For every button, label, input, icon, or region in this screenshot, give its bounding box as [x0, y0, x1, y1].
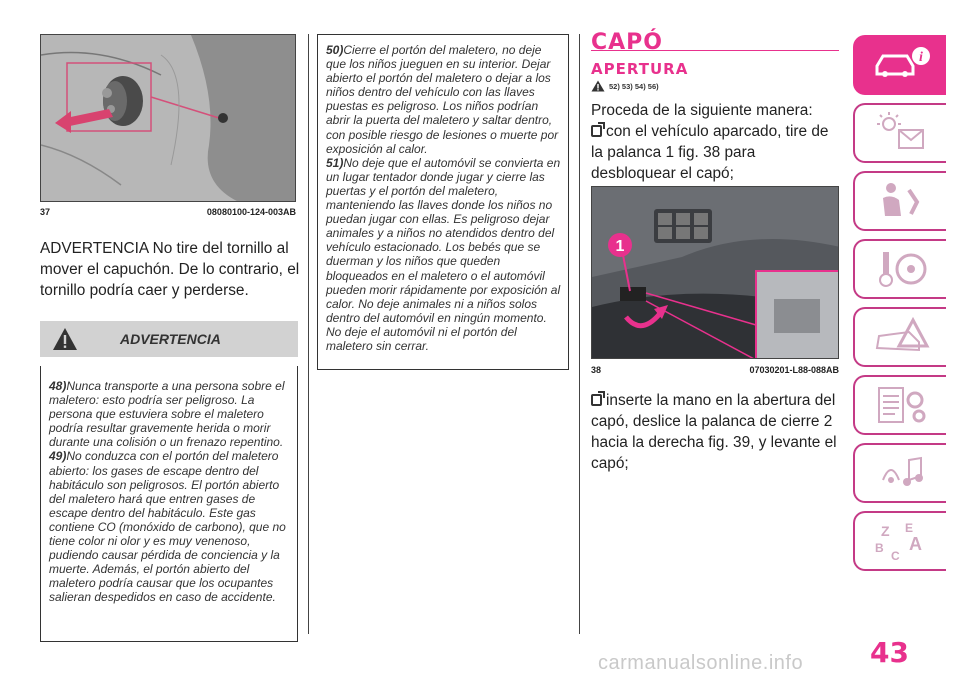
figure-37-number: 37 [40, 207, 51, 217]
watermark: carmanualsonline.info [598, 652, 804, 674]
note-48: 48)Nunca transporte a una persona sobre … [49, 379, 291, 449]
warning-notes-left: 48)Nunca transporte a una persona sobre … [40, 366, 298, 642]
procedure-intro: Proceda de la siguiente manera: con el v… [591, 100, 841, 184]
sidebar-tab-emergency[interactable] [853, 307, 946, 367]
figure-38-caption: 38 07030201-L88-088AB [591, 365, 839, 375]
note-number: 50) [326, 43, 344, 57]
note-number: 49) [49, 449, 67, 464]
step-1-text: con el vehículo aparcado, tire de la pal… [591, 123, 829, 182]
figure-37-code: 08080100-124-003AB [206, 207, 296, 217]
warning-box-header: ADVERTENCIA [40, 321, 298, 357]
sidebar-tab-start-drive[interactable] [853, 239, 946, 299]
seat-safety-icon [882, 183, 919, 216]
svg-text:i: i [919, 50, 923, 65]
procedure-step-2: inserte la mano en la abertura del capó,… [591, 390, 841, 474]
column-divider [308, 34, 309, 634]
warning-triangle-icon [53, 328, 77, 350]
step-bullet-icon [591, 391, 605, 406]
figure-38-code: 07030201-L88-088AB [749, 365, 839, 375]
sidebar-tab-maintenance[interactable] [853, 375, 946, 435]
note-50: 50)Cierre el portón del maletero, no dej… [326, 43, 562, 156]
warning-references: 52) 53) 54) 56) [591, 80, 659, 92]
warning-notes-middle: 50)Cierre el portón del maletero, no dej… [317, 34, 569, 370]
dashboard-lights-icon [876, 112, 924, 149]
svg-text:B: B [875, 541, 884, 555]
key-steering-icon [878, 252, 926, 287]
warning-box-title: ADVERTENCIA [120, 331, 221, 347]
maintenance-gear-icon [877, 387, 925, 423]
callout-marker [608, 233, 632, 257]
svg-text:C: C [891, 549, 900, 563]
note-number: 51) [326, 155, 344, 170]
procedure-step-1: con el vehículo aparcado, tire de la pal… [591, 121, 841, 184]
sidebar-tab-multimedia[interactable] [853, 443, 946, 503]
sidebar-tab-safety[interactable] [853, 171, 946, 231]
page-number: 43 [870, 636, 909, 669]
note-text: Cierre el portón del maletero, no deje q… [326, 43, 559, 156]
note-text: Nunca transporte a una persona sobre el … [49, 379, 285, 450]
note-text: No deje que el automóvil se convierta en… [326, 155, 561, 353]
note-51: 51)No deje que el automóvil se convierta… [326, 156, 562, 353]
callout-number: 1 [616, 238, 625, 255]
car-info-icon: i [875, 47, 930, 77]
hood-release-lever-illustration: 1 [592, 187, 838, 358]
sidebar-tab-index[interactable]: Z E B A C [853, 511, 946, 571]
svg-text:E: E [905, 521, 913, 535]
figure-38-image: 1 [591, 186, 839, 359]
warning-paragraph: ADVERTENCIA No tire del tornillo al move… [40, 240, 300, 299]
svg-text:Z: Z [881, 523, 890, 539]
intro-text: Proceda de la siguiente manera: [591, 102, 813, 119]
cap-removal-illustration [41, 35, 295, 201]
svg-text:A: A [909, 534, 922, 554]
alphabet-index-icon: Z E B A C [875, 521, 922, 563]
step-2-text: inserte la mano en la abertura del capó,… [591, 392, 837, 472]
section-title: CAPÓ [591, 30, 663, 55]
note-text: No conduzca con el portón del maletero a… [49, 449, 286, 605]
figure-37-image [40, 34, 296, 202]
multimedia-icon [881, 456, 923, 486]
title-rule [591, 50, 839, 51]
section-subtitle: APERTURA [591, 60, 689, 78]
column-divider [579, 34, 580, 634]
figure-37-caption: 37 08080100-124-003AB [40, 207, 296, 217]
reference-numbers: 52) 53) 54) 56) [609, 81, 659, 91]
note-49: 49)No conduzca con el portón del maleter… [49, 449, 291, 604]
sidebar-tab-dashboard[interactable] [853, 103, 946, 163]
sidebar-tab-car-info[interactable]: i [853, 35, 946, 95]
figure-38-number: 38 [591, 365, 602, 375]
warning-triangle-car-icon [875, 316, 930, 352]
warning-triangle-icon [591, 80, 605, 92]
note-number: 48) [49, 379, 67, 393]
step-bullet-icon [591, 122, 605, 137]
